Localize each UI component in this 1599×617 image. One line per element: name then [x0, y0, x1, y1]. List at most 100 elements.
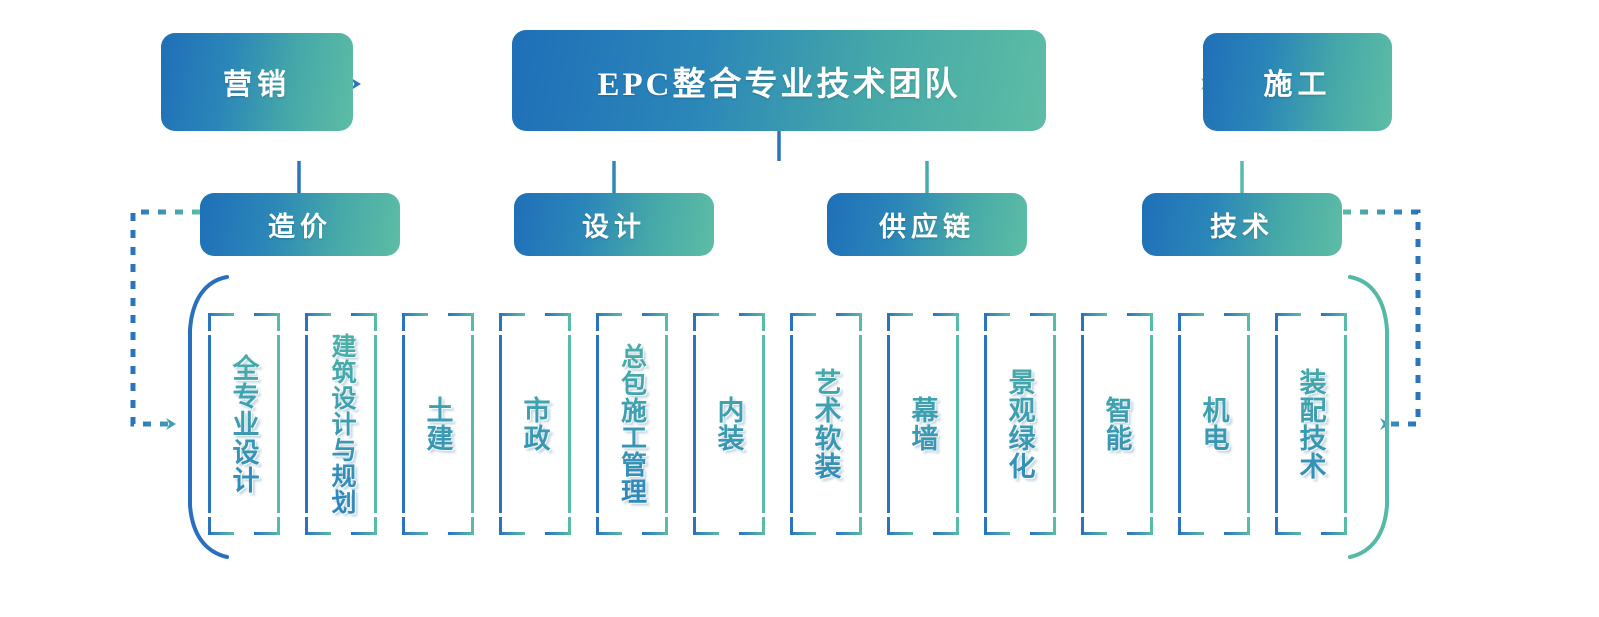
specialty-card-full-professional-design[interactable]: 全专业设计	[208, 313, 280, 535]
bracket-corner-top-right	[351, 313, 377, 331]
bracket-rail-right	[665, 335, 668, 513]
bracket-corner-bottom-right	[1127, 517, 1153, 535]
bracket-corner-bottom-right	[739, 517, 765, 535]
dept-node-design[interactable]: 设计	[514, 193, 714, 256]
feedback-path-left	[130, 209, 200, 430]
specialty-card-assembly-technology[interactable]: 装配技术	[1275, 313, 1347, 535]
specialty-label: 市政	[499, 313, 571, 535]
bracket-corner-top-right	[1127, 313, 1153, 331]
bracket-corner-bottom-left	[305, 517, 331, 535]
bracket-rail-right	[471, 335, 474, 513]
bracket-corner-top-right	[1321, 313, 1347, 331]
bracket-rail-right	[859, 335, 862, 513]
bracket-corner-bottom-left	[790, 517, 816, 535]
bracket-corner-bottom-left	[887, 517, 913, 535]
bracket-corner-top-right	[1224, 313, 1250, 331]
specialty-label: 内装	[693, 313, 765, 535]
bracket-corner-bottom-right	[642, 517, 668, 535]
bracket-rail-left	[1275, 335, 1278, 513]
dept-node-cost-label: 造价	[268, 212, 332, 242]
bracket-corner-bottom-right	[1030, 517, 1056, 535]
bracket-corner-top-left	[790, 313, 816, 331]
bracket-rail-left	[1081, 335, 1084, 513]
bracket-corner-top-right	[836, 313, 862, 331]
bracket-corner-bottom-right	[254, 517, 280, 535]
specialty-card-architectural-planning[interactable]: 建筑设计与规划	[305, 313, 377, 535]
side-node-construction-label: 施工	[1263, 69, 1332, 101]
bracket-corner-bottom-left	[499, 517, 525, 535]
bracket-corner-bottom-right	[448, 517, 474, 535]
bracket-corner-bottom-right	[545, 517, 571, 535]
bracket-corner-top-left	[984, 313, 1010, 331]
bracket-corner-top-right	[545, 313, 571, 331]
bracket-corner-top-right	[933, 313, 959, 331]
specialty-card-municipal[interactable]: 市政	[499, 313, 571, 535]
bracket-corner-top-left	[693, 313, 719, 331]
brace-right	[1348, 275, 1389, 559]
bracket-corner-top-left	[887, 313, 913, 331]
specialty-card-interior-decoration[interactable]: 内装	[693, 313, 765, 535]
bracket-rail-right	[568, 335, 571, 513]
specialty-label: 景观绿化	[984, 313, 1056, 535]
bracket-corner-bottom-left	[1081, 517, 1107, 535]
bracket-corner-bottom-left	[402, 517, 428, 535]
bracket-rail-left	[984, 335, 987, 513]
bracket-corner-top-left	[1178, 313, 1204, 331]
bracket-corner-bottom-left	[208, 517, 234, 535]
root-node[interactable]: EPC整合专业技术团队	[512, 30, 1046, 131]
specialty-label: 幕墙	[887, 313, 959, 535]
bracket-rail-left	[596, 335, 599, 513]
specialty-card-general-contract-mgmt[interactable]: 总包施工管理	[596, 313, 668, 535]
bracket-corner-top-left	[305, 313, 331, 331]
specialty-label: 土建	[402, 313, 474, 535]
specialty-label: 艺术软装	[790, 313, 862, 535]
bracket-corner-bottom-right	[1224, 517, 1250, 535]
bracket-rail-left	[499, 335, 502, 513]
bracket-corner-top-right	[448, 313, 474, 331]
specialty-card-intelligent[interactable]: 智能	[1081, 313, 1153, 535]
root-node-label: EPC整合专业技术团队	[597, 66, 961, 103]
bracket-corner-top-right	[642, 313, 668, 331]
specialty-card-art-soft-furnishing[interactable]: 艺术软装	[790, 313, 862, 535]
bracket-rail-right	[1247, 335, 1250, 513]
bracket-rail-left	[693, 335, 696, 513]
bracket-rail-right	[277, 335, 280, 513]
bracket-rail-left	[208, 335, 211, 513]
bracket-corner-top-left	[1275, 313, 1301, 331]
specialty-card-curtain-wall[interactable]: 幕墙	[887, 313, 959, 535]
bracket-corner-top-left	[1081, 313, 1107, 331]
bracket-rail-right	[374, 335, 377, 513]
side-node-marketing-label: 营销	[222, 69, 291, 101]
specialty-label: 总包施工管理	[596, 313, 668, 535]
bracket-corner-bottom-right	[1321, 517, 1347, 535]
bracket-corner-top-right	[254, 313, 280, 331]
bracket-rail-right	[1150, 335, 1153, 513]
bracket-corner-top-left	[208, 313, 234, 331]
dept-node-design-label: 设计	[582, 212, 646, 242]
bracket-rail-right	[956, 335, 959, 513]
bracket-corner-top-right	[739, 313, 765, 331]
dept-node-technology[interactable]: 技术	[1142, 193, 1342, 256]
specialty-label: 智能	[1081, 313, 1153, 535]
specialty-card-civil-engineering[interactable]: 土建	[402, 313, 474, 535]
bracket-rail-left	[790, 335, 793, 513]
bracket-rail-left	[1178, 335, 1181, 513]
specialty-card-electromechanical[interactable]: 机电	[1178, 313, 1250, 535]
bracket-corner-bottom-left	[1275, 517, 1301, 535]
bracket-corner-bottom-right	[836, 517, 862, 535]
bracket-corner-top-left	[402, 313, 428, 331]
bracket-corner-top-left	[499, 313, 525, 331]
dept-node-supply-chain-label: 供应链	[879, 212, 975, 242]
specialty-card-landscape-greening[interactable]: 景观绿化	[984, 313, 1056, 535]
side-node-construction[interactable]: 施工	[1203, 33, 1392, 131]
bracket-rail-right	[1344, 335, 1347, 513]
bracket-rail-right	[762, 335, 765, 513]
bracket-corner-bottom-right	[933, 517, 959, 535]
bracket-corner-bottom-left	[693, 517, 719, 535]
side-node-marketing[interactable]: 营销	[161, 33, 353, 131]
dept-node-supply-chain[interactable]: 供应链	[827, 193, 1027, 256]
dept-node-cost[interactable]: 造价	[200, 193, 400, 256]
specialty-label: 全专业设计	[208, 313, 280, 535]
specialty-label: 建筑设计与规划	[305, 313, 377, 535]
